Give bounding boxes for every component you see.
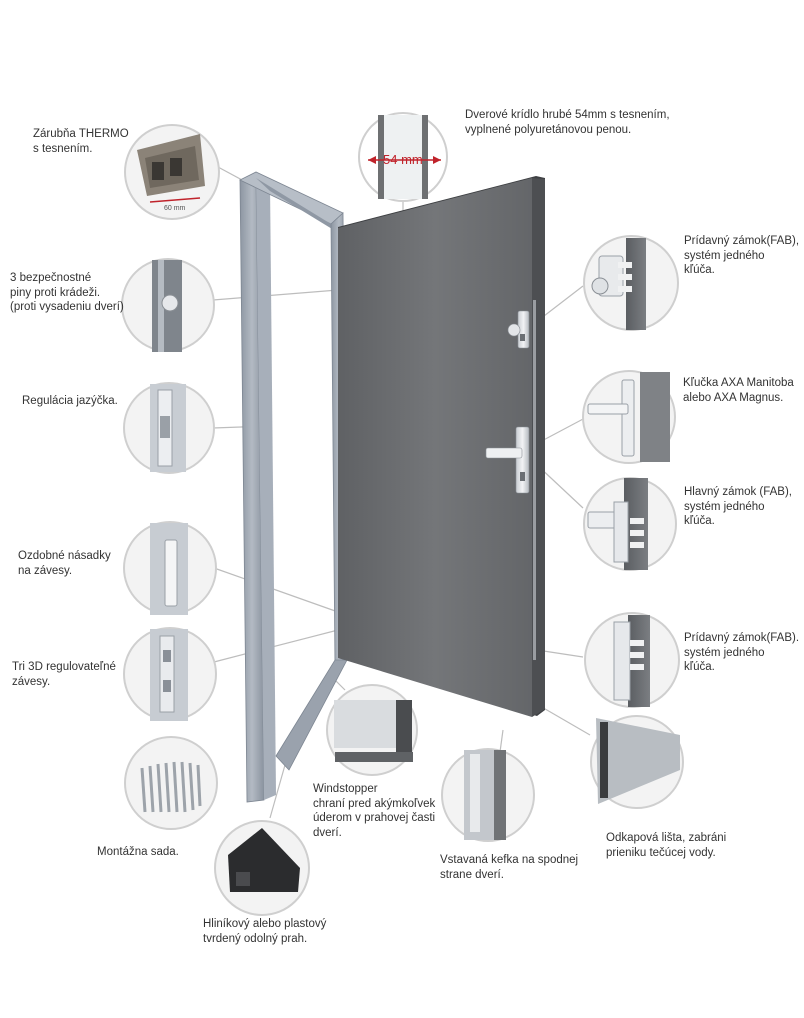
label-nasadky: Ozdobné násadky na závesy. — [18, 550, 111, 577]
label-klucka: Kľučka AXA Manitoba alebo AXA Magnus. — [683, 377, 794, 404]
circle-lista — [590, 715, 684, 809]
circle-windstopper — [326, 684, 418, 776]
circle-prah — [214, 820, 310, 916]
circle-montazna — [124, 736, 218, 830]
circle-regulacia — [123, 382, 215, 474]
label-lista: Odkapová lišta, zabráni prieniku tečúcej… — [606, 832, 727, 859]
label-zarubna-dim: 60 mm — [164, 205, 186, 212]
circle-kridlo — [358, 112, 448, 202]
label-zamok-top: Prídavný zámok(FAB), systém jedného kľúč… — [684, 235, 800, 276]
label-kridlo-dim: 54 mm — [383, 152, 423, 167]
label-kridlo: Dverové krídlo hrubé 54mm s tesnením, vy… — [465, 109, 670, 136]
label-piny: 3 bezpečnostné piny proti krádeži. (prot… — [10, 272, 124, 313]
label-windstopper: Windstopper chraní pred akýmkoľvek údero… — [313, 783, 436, 839]
label-regulacia: Regulácia jazýčka. — [22, 395, 118, 407]
label-zavesy: Tri 3D regulovateľné závesy. — [12, 661, 116, 688]
label-zarubna: Zárubňa THERMO s tesnením. — [33, 128, 129, 155]
circle-hlavny — [583, 477, 677, 571]
door-lock-top — [507, 310, 530, 349]
circle-nasadky — [123, 521, 217, 615]
circle-zavesy — [123, 627, 217, 721]
circle-zamok-bottom — [584, 612, 680, 708]
circle-zarubna — [124, 124, 220, 220]
label-hlavny: Hlavný zámok (FAB), systém jedného kľúča… — [684, 486, 792, 527]
circle-zamok-top — [583, 235, 679, 331]
label-zamok-bottom: Prídavný zámok(FAB). systém jedného kľúč… — [684, 632, 800, 673]
circle-piny — [121, 258, 215, 352]
circle-kefka — [441, 748, 535, 842]
door-handle — [485, 426, 530, 494]
label-prah: Hliníkový alebo plastový tvrdený odolný … — [203, 918, 327, 945]
circle-klucka — [582, 370, 676, 464]
door-leaf — [338, 176, 545, 717]
label-kefka: Vstavaná kefka na spodnej strane dverí. — [440, 854, 579, 881]
label-montazna: Montážna sada. — [97, 846, 179, 858]
door-frame — [239, 171, 348, 803]
